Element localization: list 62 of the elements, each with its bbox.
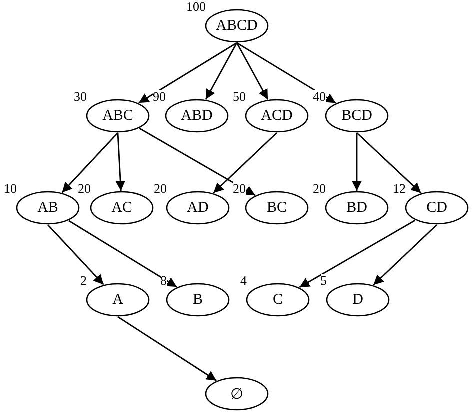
- node-ellipse: [245, 99, 309, 133]
- node-label: ∅: [230, 386, 244, 404]
- node-label: B: [192, 292, 203, 308]
- node-count: 5: [320, 274, 327, 287]
- node-label: ABC: [102, 108, 134, 124]
- node-label: ACD: [261, 108, 293, 124]
- node-count: 100: [186, 0, 206, 13]
- node-ellipse: [165, 99, 229, 133]
- node-ellipse: [166, 191, 230, 225]
- node-count: 40: [313, 90, 326, 103]
- node-ellipse: [325, 99, 389, 133]
- node-label: ABD: [181, 108, 213, 124]
- node-label: BC: [266, 200, 287, 216]
- node-label: CD: [426, 200, 448, 216]
- arrow: [236, 42, 336, 104]
- arrow: [356, 132, 422, 194]
- node-count: 2: [80, 274, 87, 287]
- arrow: [213, 132, 278, 194]
- node-ellipse: [86, 283, 150, 317]
- node-count: 20: [233, 182, 246, 195]
- arrow: [47, 224, 104, 286]
- node-label: ABCD: [216, 18, 258, 34]
- node-label: AC: [112, 200, 132, 216]
- arrow: [205, 42, 238, 100]
- node-label: A: [112, 292, 124, 308]
- node-label: D: [352, 292, 364, 308]
- arrow: [139, 128, 256, 196]
- arrow: [68, 220, 178, 288]
- node-ellipse: [326, 283, 390, 317]
- arrow: [352, 133, 362, 191]
- arrow: [116, 132, 126, 192]
- node-count: 20: [154, 182, 167, 195]
- arrow: [62, 132, 119, 194]
- node-count: 90: [153, 90, 166, 103]
- arrow: [299, 220, 416, 288]
- node-ellipse: [405, 191, 469, 225]
- node-label: AD: [187, 200, 209, 216]
- node-count: 8: [160, 274, 167, 287]
- arrow: [236, 42, 269, 100]
- node-count: 10: [4, 182, 17, 195]
- node-count: 50: [233, 90, 246, 103]
- node-label: AB: [38, 200, 58, 216]
- node-label: BCD: [342, 108, 372, 124]
- node-ellipse: [90, 191, 154, 225]
- arrow: [138, 42, 238, 104]
- node-label: BD: [346, 200, 368, 216]
- node-count: 20: [78, 182, 91, 195]
- node-ellipse: [325, 191, 389, 225]
- node-ellipse: [205, 9, 269, 43]
- arrow: [373, 224, 438, 286]
- node-ellipse: [205, 377, 269, 411]
- node-ellipse: [245, 191, 309, 225]
- node-count: 12: [393, 182, 406, 195]
- node-label: C: [272, 292, 283, 308]
- node-ellipse: [246, 283, 310, 317]
- node-ellipse: [166, 283, 230, 317]
- node-ellipse: [16, 191, 80, 225]
- node-count: 20: [313, 182, 326, 195]
- node-count: 4: [240, 274, 247, 287]
- node-count: 30: [74, 90, 87, 103]
- node-ellipse: [86, 99, 150, 133]
- arrow: [118, 316, 218, 382]
